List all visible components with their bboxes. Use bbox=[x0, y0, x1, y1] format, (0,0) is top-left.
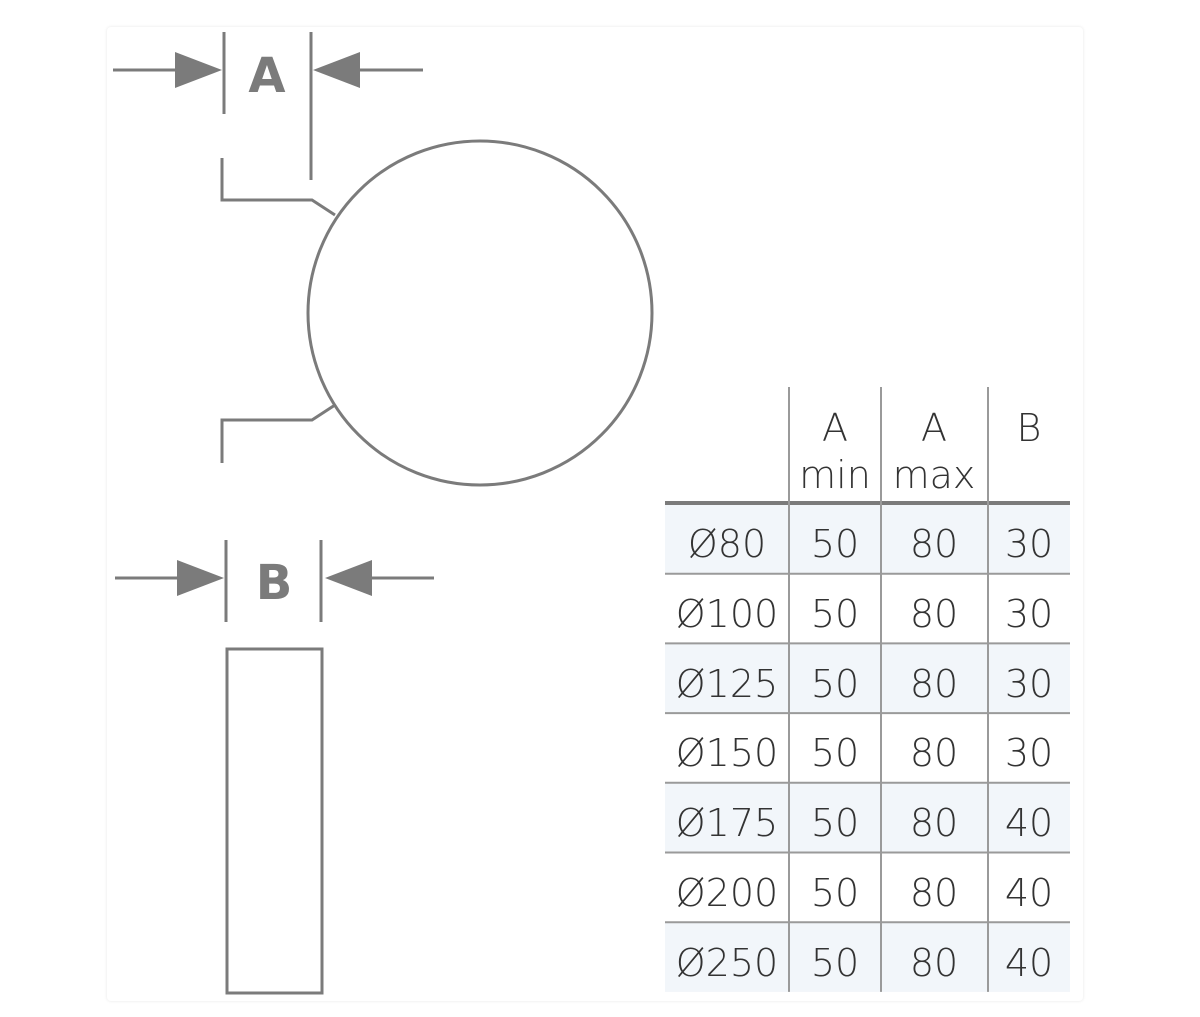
arrow-right-icon bbox=[175, 52, 222, 88]
header-a-max-bottom: max bbox=[893, 453, 976, 497]
cell-a-min: 50 bbox=[811, 941, 859, 985]
dimension-a-label: A bbox=[248, 48, 285, 104]
row-stripe bbox=[665, 504, 1070, 574]
header-a-max-top: A bbox=[921, 406, 947, 450]
cell-diameter: Ø150 bbox=[676, 731, 778, 775]
cell-a-min: 50 bbox=[811, 662, 859, 706]
cell-a-max: 80 bbox=[910, 871, 958, 915]
cell-diameter: Ø80 bbox=[688, 522, 766, 566]
dimension-b-label: B bbox=[256, 555, 293, 611]
cell-a-max: 80 bbox=[910, 941, 958, 985]
cell-diameter: Ø200 bbox=[676, 871, 778, 915]
cell-b: 30 bbox=[1005, 662, 1053, 706]
cell-a-max: 80 bbox=[910, 731, 958, 775]
cell-b: 30 bbox=[1005, 592, 1053, 636]
cell-diameter: Ø175 bbox=[676, 801, 778, 845]
cell-a-max: 80 bbox=[910, 522, 958, 566]
header-b-top: B bbox=[1017, 406, 1042, 450]
cell-b: 40 bbox=[1005, 801, 1053, 845]
arrow-right-icon bbox=[177, 560, 224, 596]
cell-diameter: Ø250 bbox=[676, 941, 778, 985]
cell-a-min: 50 bbox=[811, 871, 859, 915]
clamp-ring-view bbox=[220, 139, 654, 487]
cell-b: 40 bbox=[1005, 941, 1053, 985]
table-row: Ø125 50 80 30 bbox=[676, 662, 1053, 706]
table-header: A min A max B bbox=[799, 406, 1041, 497]
table-row: Ø80 50 80 30 bbox=[688, 522, 1053, 566]
cell-b: 40 bbox=[1005, 871, 1053, 915]
lower-bracket bbox=[220, 403, 336, 463]
dimensions-table: A min A max B Ø80 50 80 30 Ø100 50 80 30… bbox=[665, 387, 1070, 992]
cell-a-min: 50 bbox=[811, 592, 859, 636]
row-stripe bbox=[665, 922, 1070, 992]
table-row: Ø175 50 80 40 bbox=[676, 801, 1053, 845]
row-stripe bbox=[665, 643, 1070, 714]
cell-a-min: 50 bbox=[811, 731, 859, 775]
cell-b: 30 bbox=[1005, 522, 1053, 566]
cell-a-max: 80 bbox=[910, 801, 958, 845]
upper-bracket bbox=[220, 158, 336, 217]
arrow-left-icon bbox=[313, 52, 360, 88]
table-row: Ø100 50 80 30 bbox=[676, 592, 1053, 636]
cell-a-max: 80 bbox=[910, 662, 958, 706]
table-row: Ø200 50 80 40 bbox=[676, 871, 1053, 915]
pipe-circle bbox=[306, 139, 654, 487]
row-stripe bbox=[665, 782, 1070, 853]
table-row: Ø250 50 80 40 bbox=[676, 941, 1053, 985]
cell-a-min: 50 bbox=[811, 801, 859, 845]
dimension-b: B bbox=[115, 540, 434, 622]
cell-diameter: Ø125 bbox=[676, 662, 778, 706]
strap-side-view bbox=[225, 647, 324, 995]
table-row: Ø150 50 80 30 bbox=[676, 731, 1053, 775]
cell-b: 30 bbox=[1005, 731, 1053, 775]
header-a-min-top: A bbox=[822, 406, 848, 450]
cell-diameter: Ø100 bbox=[676, 592, 778, 636]
cell-a-min: 50 bbox=[811, 522, 859, 566]
cell-a-max: 80 bbox=[910, 592, 958, 636]
header-a-min-bottom: min bbox=[799, 453, 871, 497]
dimension-a: A bbox=[113, 32, 423, 180]
arrow-left-icon bbox=[325, 560, 372, 596]
